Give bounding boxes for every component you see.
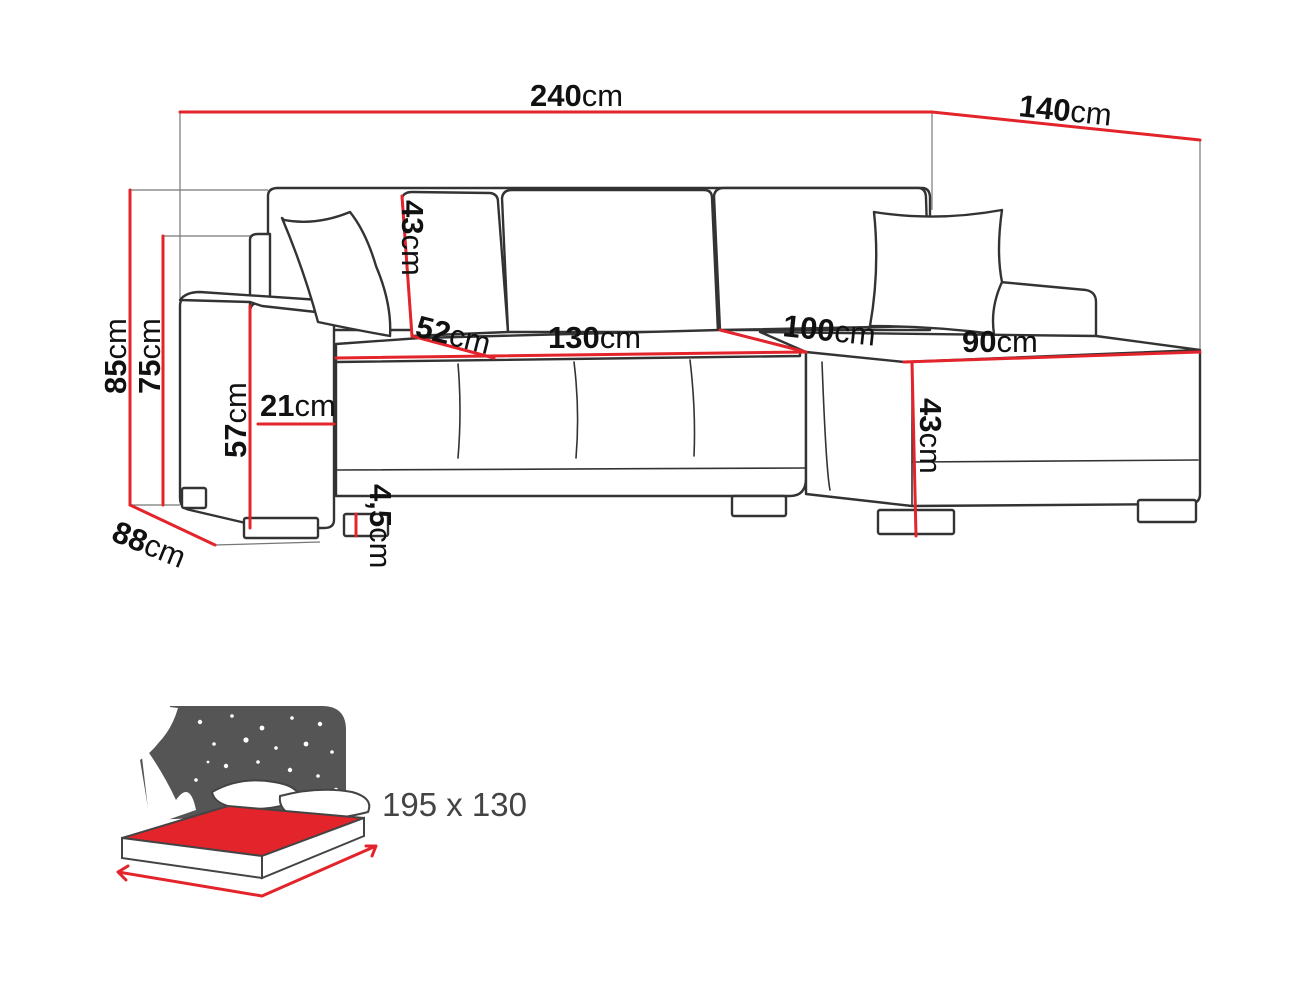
- bed-dim-width: [260, 844, 378, 898]
- dim-line-90: [902, 350, 1202, 364]
- back-cushion-1: [400, 190, 510, 338]
- dim-line-88: [128, 503, 217, 547]
- label-240: 240cm: [530, 78, 623, 113]
- dim-line-52: [410, 334, 496, 360]
- label-seat-43: 43cm: [913, 398, 948, 474]
- dimension-lines: [128, 110, 1202, 547]
- dim-line-100: [718, 328, 808, 354]
- dim-line-backrest-43: [400, 194, 414, 338]
- bed-dim-depth: [116, 864, 264, 898]
- leg-1: [180, 486, 208, 510]
- label-backrest-43: 43cm: [395, 200, 430, 276]
- label-100: 100cm: [781, 308, 877, 353]
- left-arm-back: [248, 232, 272, 302]
- label-57: 57cm: [218, 382, 253, 458]
- pillow-right: [868, 208, 1004, 336]
- label-21: 21cm: [260, 388, 336, 423]
- label-52: 52cm: [412, 309, 494, 361]
- pillow-left: [280, 210, 392, 338]
- sofa-outline: [178, 186, 1202, 540]
- label-90: 90cm: [962, 324, 1038, 359]
- label-140: 140cm: [1017, 88, 1113, 133]
- label-75: 75cm: [132, 318, 167, 394]
- label-4-5: 4,5cm: [363, 484, 398, 568]
- back-cushion-2: [500, 188, 720, 334]
- label-130: 130cm: [548, 320, 641, 355]
- dimension-labels: 240cm 140cm 85cm 75cm 88cm 43cm 52cm 130…: [98, 78, 1113, 575]
- leg-6: [1136, 498, 1198, 524]
- seat-block: [334, 350, 808, 498]
- leg-2: [242, 516, 320, 540]
- bed-size-label: 195 x 130: [382, 786, 527, 823]
- dim-line-seat-43: [910, 360, 918, 538]
- chaise-block: [804, 350, 1202, 508]
- bed-icon: 195 x 130: [116, 706, 527, 898]
- dim-line-130: [334, 350, 808, 360]
- dim-line-140: [930, 110, 1202, 142]
- label-85: 85cm: [98, 318, 133, 394]
- label-88: 88cm: [107, 514, 190, 575]
- leg-4: [730, 494, 788, 518]
